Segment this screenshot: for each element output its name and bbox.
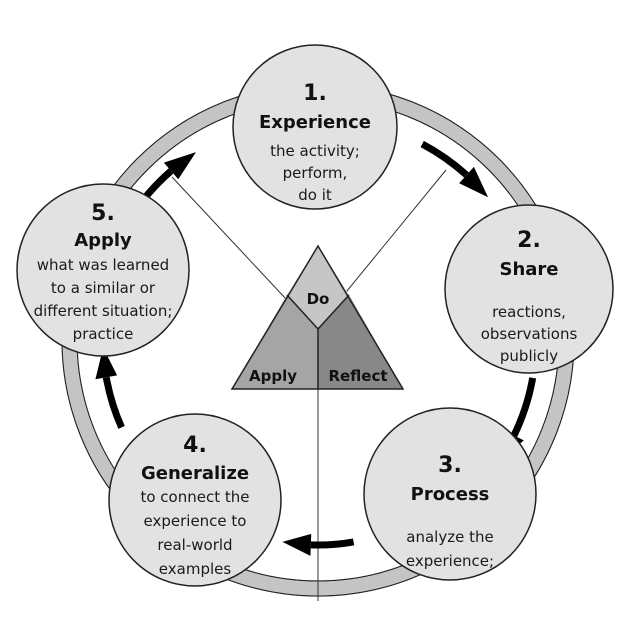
cycle-nodes: 1. Experience the activity; perform, do it 2.… — [16, 44, 614, 587]
cycle-node-experience: 1. Experience the activity; perform, do it — [232, 44, 398, 210]
node-title: Generalize — [141, 463, 249, 484]
node-number: 4. — [183, 433, 207, 458]
do-apply-reflect-triangle: Do Apply Reflect — [230, 244, 405, 390]
node-title: Share — [499, 259, 558, 280]
node-description-line: what was learned — [37, 256, 169, 274]
cycle-arrow-1-to-2 — [420, 140, 489, 198]
triangle-apply-section — [232, 295, 318, 389]
node-description-line: examples — [159, 560, 232, 578]
node-circle — [363, 407, 537, 581]
node-description-line: experience; — [406, 552, 494, 570]
arrow-head — [282, 533, 312, 556]
cycle-arrow-3-to-4 — [282, 533, 355, 556]
arrow-shaft — [420, 140, 469, 178]
cycle-node-generalize: 4. Generalize to connect the experience to r… — [108, 413, 282, 587]
triangle-reflect-section — [318, 295, 403, 389]
arrow-shaft — [310, 538, 355, 549]
arrow-shaft — [102, 376, 125, 429]
cycle-arrow-4-to-5 — [95, 347, 125, 429]
arrow-head — [95, 347, 118, 380]
node-description-line: observations — [481, 325, 578, 343]
triangle-label-reflect: Reflect — [328, 367, 387, 385]
triangle-do-section — [287, 246, 349, 329]
node-description-line: perform, — [283, 164, 348, 182]
triangle-label-do: Do — [307, 290, 330, 308]
triangle-label-apply: Apply — [249, 367, 297, 385]
node-description-line: analyze the — [406, 528, 493, 546]
node-description-line: real-world — [157, 536, 232, 554]
node-description-line: different situation; — [34, 302, 173, 320]
cycle-node-apply: 5. Apply what was learned to a similar or di… — [16, 183, 190, 357]
node-description-line: do it — [298, 186, 332, 204]
arrow-head — [163, 152, 197, 180]
node-description-line: publicly — [500, 347, 558, 365]
node-number: 3. — [438, 453, 462, 478]
node-number: 2. — [517, 228, 541, 253]
node-description-line: the activity; — [270, 142, 360, 160]
node-number: 1. — [303, 81, 327, 106]
arrow-head — [459, 166, 489, 198]
node-description-line: to a similar or — [51, 279, 156, 297]
node-description-line: reactions, — [492, 303, 566, 321]
cycle-node-process: 3. Process analyze the experience; — [363, 407, 537, 581]
node-description-line: to connect the — [140, 488, 249, 506]
node-description-line: experience to — [144, 512, 247, 530]
node-title: Experience — [259, 112, 371, 133]
node-circle — [444, 204, 614, 374]
node-circle — [232, 44, 398, 210]
cycle-node-share: 2. Share reactions, observations publicly — [444, 204, 614, 374]
node-description-line: practice — [73, 325, 134, 343]
node-number: 5. — [91, 201, 115, 226]
node-title: Process — [411, 484, 490, 505]
node-circle — [16, 183, 190, 357]
node-circle — [108, 413, 282, 587]
node-title: Apply — [74, 230, 132, 251]
arrow-shaft — [510, 377, 537, 438]
